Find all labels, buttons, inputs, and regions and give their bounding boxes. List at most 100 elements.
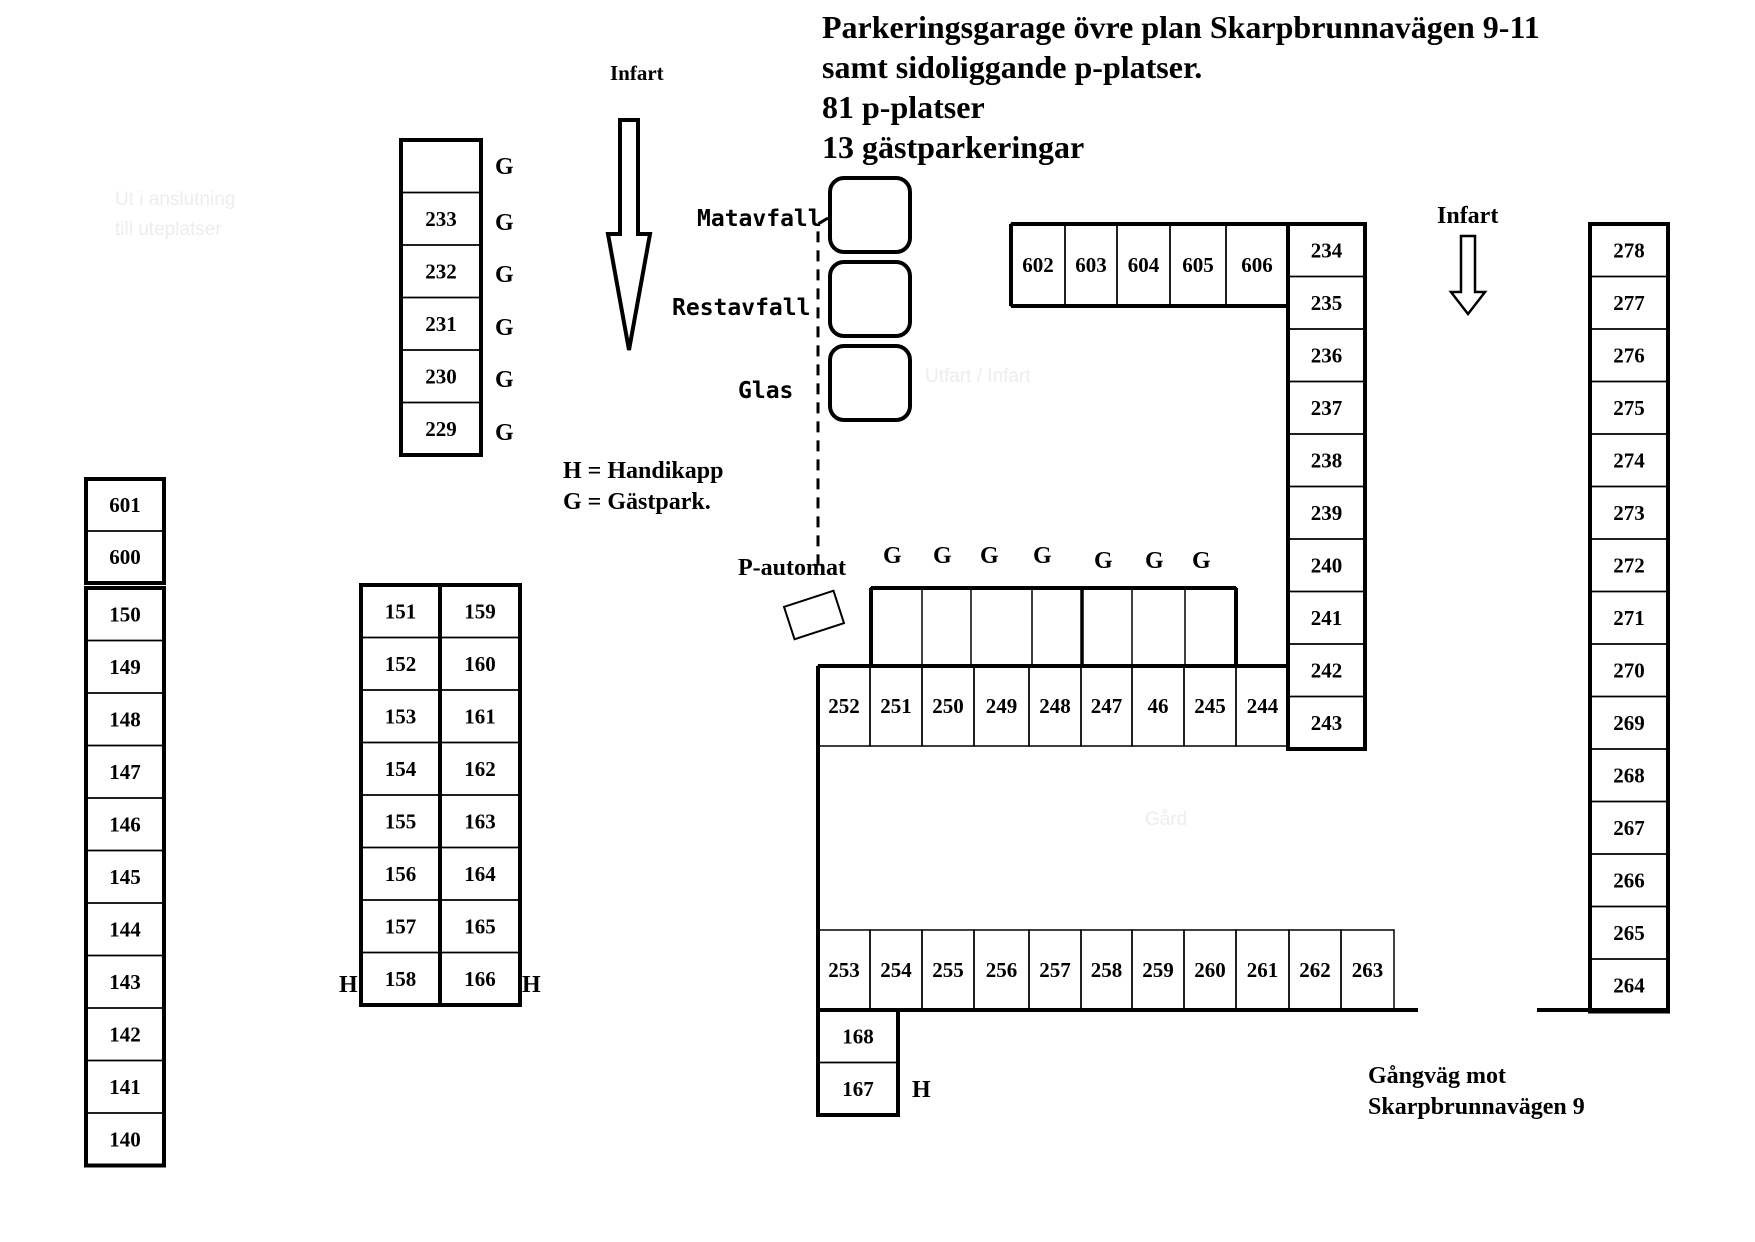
parking-space: 235	[1287, 275, 1366, 330]
dashed-walkway	[816, 216, 829, 565]
infart-right-label: Infart	[1437, 203, 1498, 229]
space-number: 164	[464, 862, 496, 886]
glas-label: Glas	[738, 378, 793, 404]
parking-space: 229	[400, 401, 482, 456]
title-line-4: 13 gästparkeringar	[822, 129, 1084, 165]
guest-marker: G	[1192, 548, 1211, 574]
guest-marker: G	[495, 315, 514, 341]
space-number: 278	[1613, 238, 1645, 262]
parking-space: 258	[1080, 929, 1133, 1011]
space-number: 233	[425, 207, 457, 231]
guest-marker: G	[495, 420, 514, 446]
space-number: 243	[1311, 711, 1343, 735]
parking-space: 248	[1028, 665, 1082, 747]
space-number: 242	[1311, 658, 1343, 682]
parking-space: 234	[1287, 223, 1366, 278]
space-number: 276	[1613, 343, 1645, 367]
space-number: 152	[385, 652, 417, 676]
space-number: 601	[109, 493, 141, 517]
space-number: 245	[1194, 694, 1226, 718]
space-number: 144	[109, 917, 141, 941]
space-number: 232	[425, 259, 457, 283]
walkway-label-1: Gångväg mot	[1368, 1063, 1506, 1089]
space-number: 140	[109, 1127, 141, 1151]
space-number: 249	[986, 694, 1018, 718]
parking-space: 263	[1340, 929, 1395, 1011]
block-outline	[816, 1008, 900, 1117]
parking-space: 166	[439, 951, 521, 1006]
restavfall-label: Restavfall	[672, 295, 810, 321]
parking-space: 605	[1169, 223, 1227, 307]
parking-space: 155	[360, 794, 441, 849]
parking-space: 252	[817, 665, 871, 747]
parking-space: 164	[439, 846, 521, 901]
space-number: 258	[1091, 958, 1123, 982]
space-number: 264	[1613, 973, 1645, 997]
space-number: 235	[1311, 291, 1343, 315]
space-number: 142	[109, 1022, 141, 1046]
space-number: 254	[880, 958, 912, 982]
parking-space: 268	[1589, 748, 1669, 803]
parking-space: 143	[85, 954, 165, 1009]
guest-marker: G	[495, 154, 514, 180]
parking-space: 152	[360, 636, 441, 691]
guest-marker: G	[933, 543, 952, 569]
parking-space: 154	[360, 741, 441, 796]
parking-space: 603	[1064, 223, 1118, 307]
parking-space: 254	[869, 929, 923, 1011]
space-number: 240	[1311, 553, 1343, 577]
space-number: 146	[109, 812, 141, 836]
parking-space: 249	[973, 665, 1030, 747]
space-number: 260	[1194, 958, 1226, 982]
space-number: 236	[1311, 343, 1343, 367]
matavfall-container	[828, 176, 912, 254]
parking-space: 156	[360, 846, 441, 901]
space-number: 603	[1075, 253, 1107, 277]
space-number: 602	[1022, 253, 1054, 277]
parking-space: 233	[400, 191, 482, 246]
guest-marker: G	[1145, 548, 1164, 574]
space-number: 159	[464, 599, 496, 623]
space-number: 606	[1241, 253, 1273, 277]
space-number: 166	[464, 967, 496, 991]
parking-space: 242	[1287, 643, 1366, 698]
space-number: 266	[1613, 868, 1645, 892]
space-number: 263	[1352, 958, 1384, 982]
space-number: 141	[109, 1075, 141, 1099]
space-number: 154	[385, 757, 417, 781]
parking-space: 230	[400, 349, 482, 404]
guest-marker: G	[980, 543, 999, 569]
guest-marker: G	[495, 210, 514, 236]
space-number: 259	[1142, 958, 1174, 982]
space-number: 155	[385, 809, 417, 833]
space-number: 46	[1148, 694, 1169, 718]
guest-marker: G	[495, 262, 514, 288]
parking-space: 163	[439, 794, 521, 849]
parking-space: 604	[1116, 223, 1171, 307]
parking-space: 253	[817, 929, 871, 1011]
parking-space: 262	[1288, 929, 1342, 1011]
space-number: 277	[1613, 291, 1645, 315]
parking-space: 601	[85, 478, 165, 532]
space-number: 252	[828, 694, 860, 718]
space-number: 165	[464, 914, 496, 938]
parking-space: 273	[1589, 485, 1669, 540]
parking-space: 260	[1183, 929, 1237, 1011]
parking-space: 264	[1589, 958, 1669, 1013]
parking-space: 144	[85, 902, 165, 957]
space-number: 147	[109, 760, 141, 784]
space-number: 600	[109, 545, 141, 569]
ghost-text: Utfart / Infart	[925, 366, 1031, 387]
block-outline	[84, 477, 166, 585]
arrow-down-icon	[1448, 234, 1488, 317]
space-number: 267	[1613, 816, 1645, 840]
parking-space: 257	[1028, 929, 1082, 1011]
parking-space: 277	[1589, 275, 1669, 330]
parking-space: 244	[1235, 665, 1290, 747]
space-number: 156	[385, 862, 417, 886]
block-outline	[438, 583, 522, 1007]
space-number: 163	[464, 809, 496, 833]
parking-space: 250	[921, 665, 975, 747]
space-number: 168	[842, 1024, 874, 1048]
